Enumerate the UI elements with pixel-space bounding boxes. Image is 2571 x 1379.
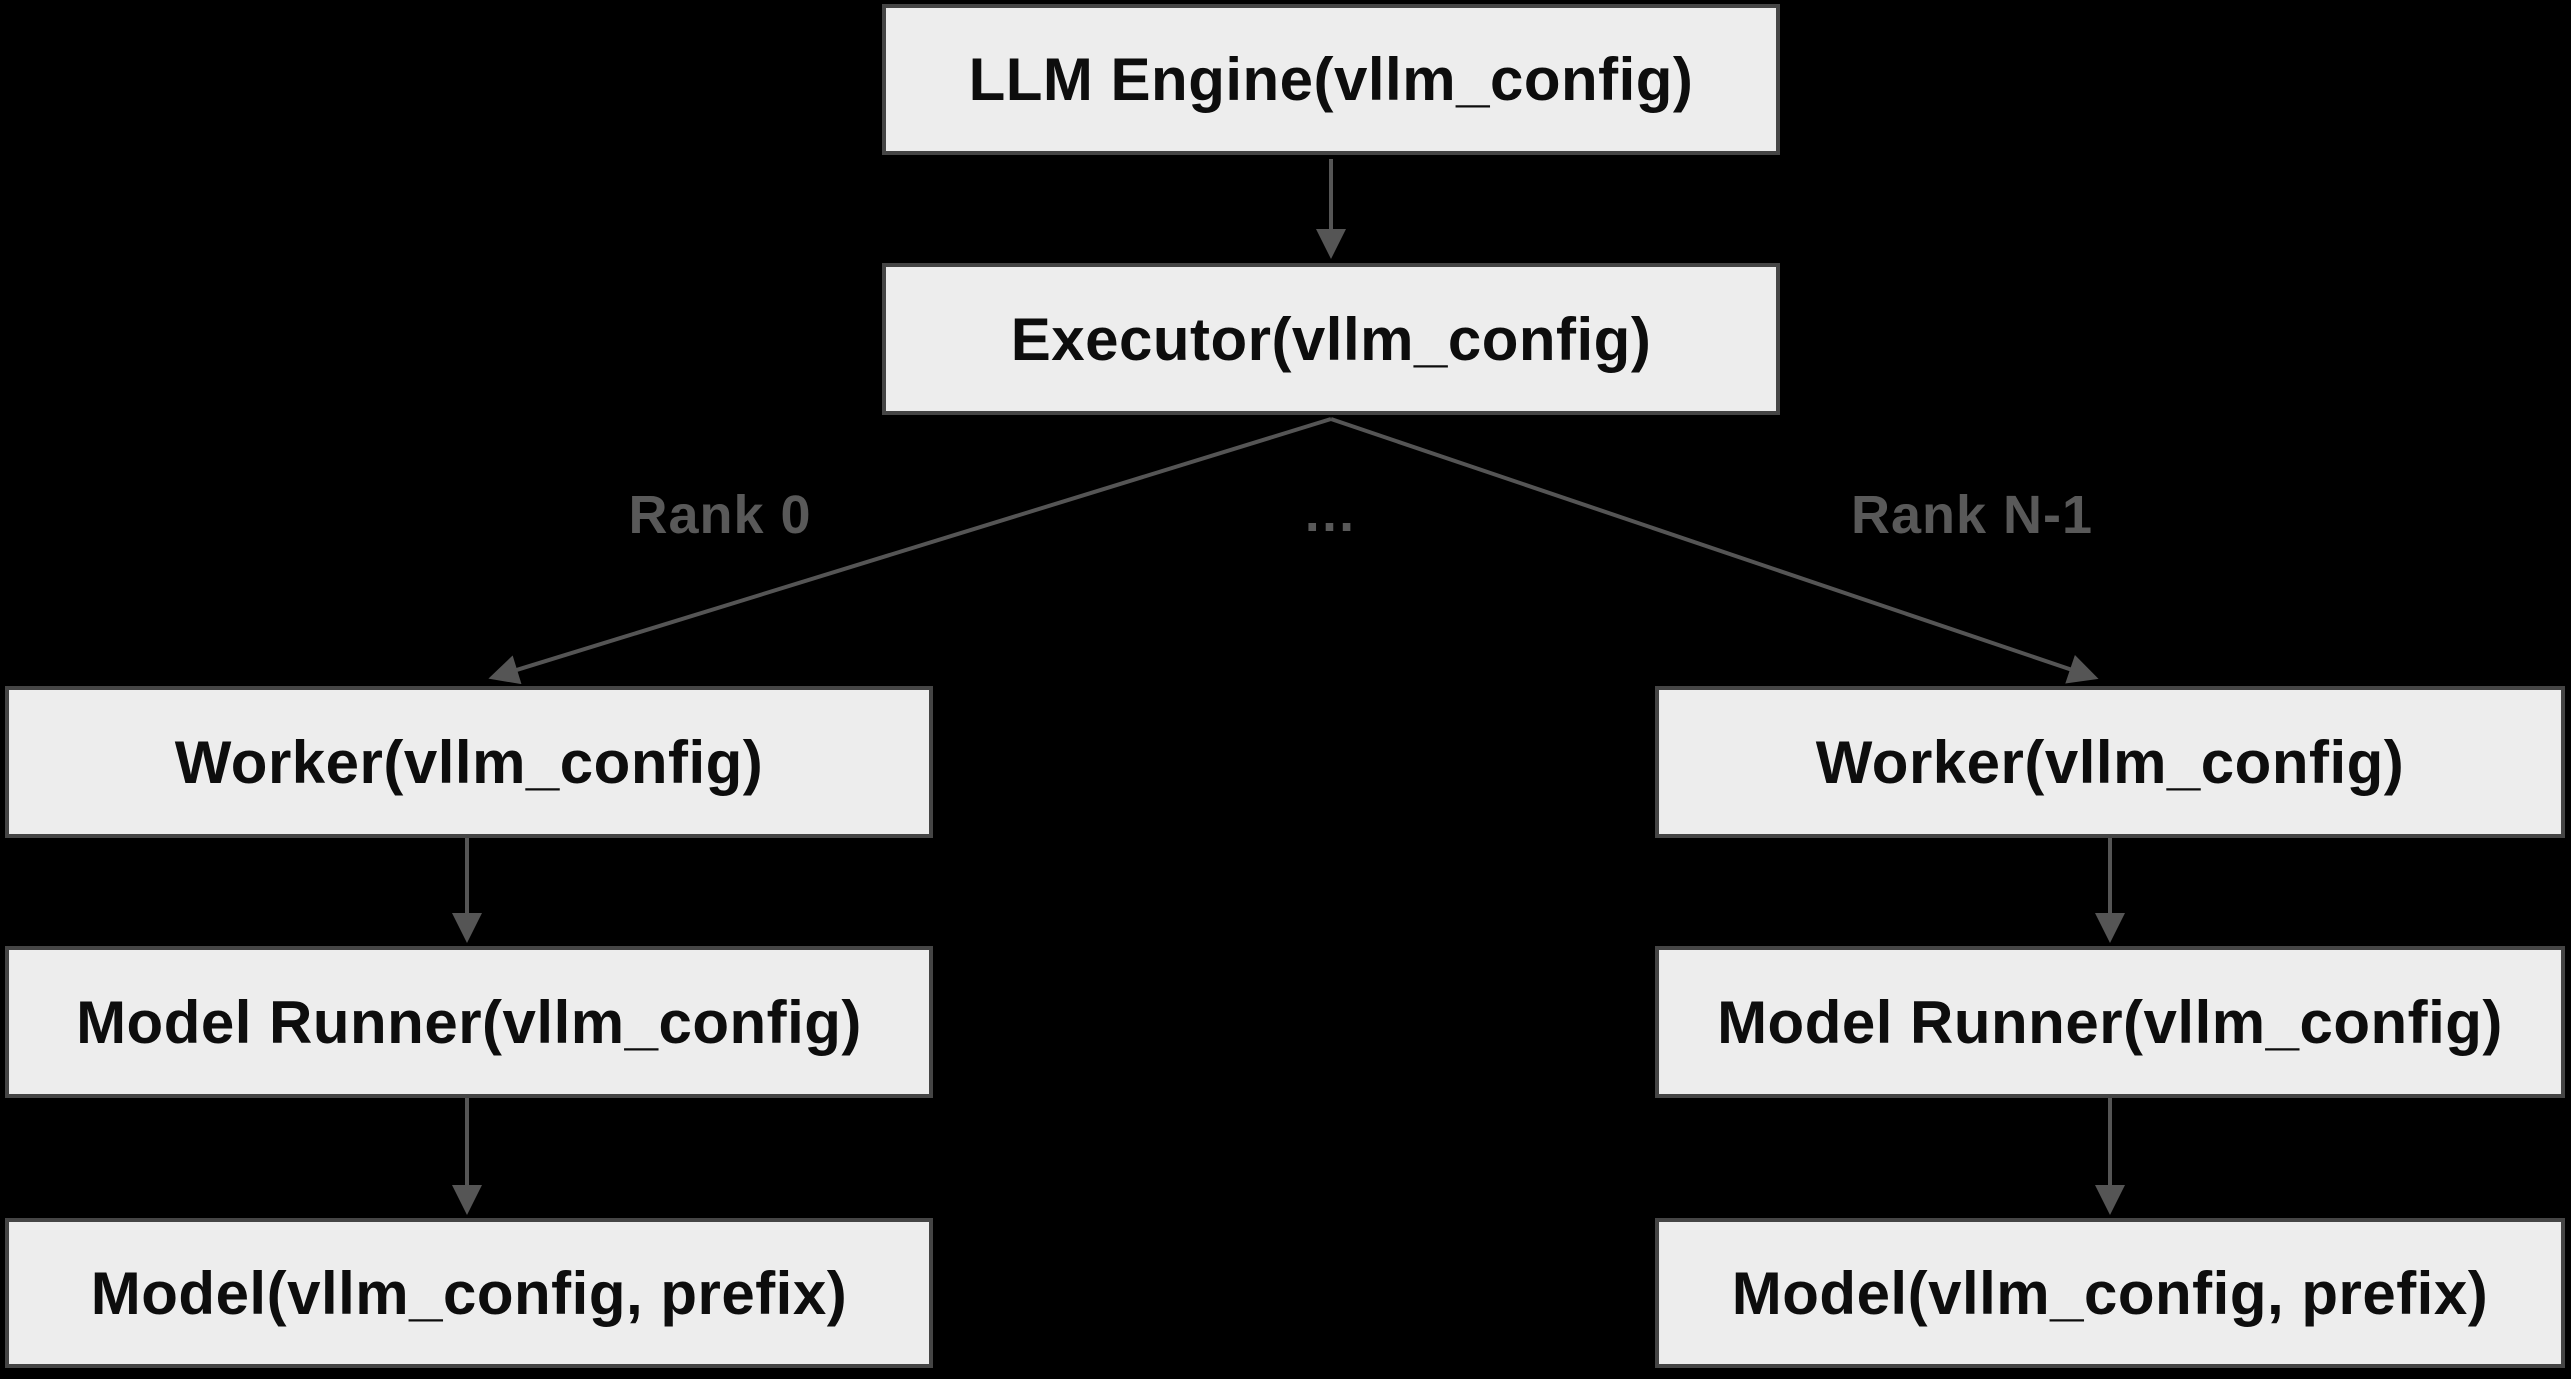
node-worker-right: Worker(vllm_config)	[1655, 686, 2565, 838]
edge-executor-to-worker-right	[1330, 417, 2099, 684]
node-llm-engine: LLM Engine(vllm_config)	[882, 4, 1780, 155]
node-model-runner-left: Model Runner(vllm_config)	[5, 946, 933, 1098]
node-executor: Executor(vllm_config)	[882, 263, 1780, 415]
edge-label-ellipsis: …	[1302, 483, 1358, 543]
node-model-left: Model(vllm_config, prefix)	[5, 1218, 933, 1368]
node-worker-left: Worker(vllm_config)	[5, 686, 933, 838]
edge-executor-to-worker-left	[488, 417, 1332, 685]
node-model-runner-right: Model Runner(vllm_config)	[1655, 946, 2565, 1098]
edge-label-rank-n-1: Rank N-1	[1850, 485, 2094, 545]
edge-label-rank-0: Rank 0	[628, 485, 812, 545]
node-model-right: Model(vllm_config, prefix)	[1655, 1218, 2565, 1368]
